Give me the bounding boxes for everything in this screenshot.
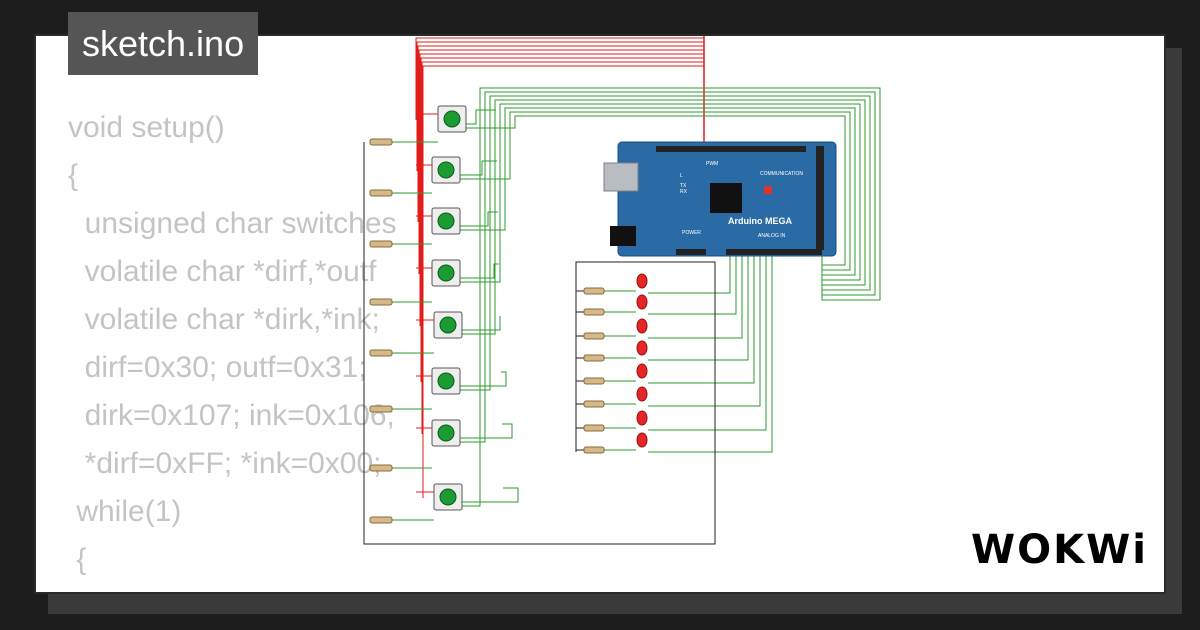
led: [636, 363, 648, 379]
code-line: switches = *ink;: [68, 591, 309, 592]
pushbutton-cap: [437, 372, 455, 390]
reset-button: [764, 186, 772, 194]
chip: [710, 183, 742, 213]
resistor: [583, 400, 605, 408]
code-line: dirf=0x30; outf=0x31;: [84, 351, 367, 384]
resistor: [583, 287, 605, 295]
green-wire: [648, 250, 767, 431]
resistor: [583, 354, 605, 362]
green-wire: [648, 250, 743, 339]
wokwi-logo: WOKWi: [971, 527, 1148, 573]
led: [636, 318, 648, 334]
red-wire: [418, 49, 704, 274]
pushbutton-cap: [437, 264, 455, 282]
board-pwm-label: PWM: [706, 161, 718, 167]
code-line: volatile char *dirk,*ink;: [84, 303, 380, 336]
red-wire: [417, 45, 704, 222]
green-wire: [462, 487, 519, 503]
board-rx-label: RX: [680, 189, 688, 195]
gnd-wire: [363, 142, 716, 545]
resistors: [369, 138, 605, 524]
pushbuttons: [431, 105, 467, 511]
code-line: {: [68, 159, 79, 192]
resistor: [369, 516, 393, 524]
green-wire: [648, 250, 737, 315]
green-wire: [460, 423, 513, 439]
resistor: [369, 464, 393, 472]
resistor: [369, 240, 393, 248]
leds: [636, 273, 648, 448]
code-line: *dirf=0xFF; *ink=0x00;: [84, 447, 382, 480]
pushbutton-cap: [443, 110, 461, 128]
green-wire: [460, 371, 507, 387]
board-l-label: L: [680, 173, 683, 179]
resistor: [583, 332, 605, 340]
red-wire: [415, 37, 704, 120]
red-wire: [416, 41, 704, 171]
pushbutton-cap: [437, 161, 455, 179]
green-wire: [648, 250, 755, 384]
code-line: volatile char *dirf,*outf: [84, 255, 377, 288]
pushbutton-cap: [437, 424, 455, 442]
led: [636, 273, 648, 289]
green-wire: [460, 211, 498, 227]
resistor: [369, 349, 393, 357]
led: [636, 294, 648, 310]
sketch-filename: sketch.ino: [68, 12, 259, 75]
led: [636, 386, 648, 402]
code-line: void setup(): [68, 111, 225, 144]
green-wires: [460, 87, 881, 507]
board-name: Arduino MEGA: [728, 216, 792, 226]
green-wire: [648, 250, 761, 407]
resistor: [583, 446, 605, 454]
green-wire: [466, 109, 496, 125]
board-power-label: POWER: [682, 230, 701, 236]
code-line: dirk=0x107; ink=0x106;: [84, 399, 395, 432]
board-communication-label: COMMUNICATION: [760, 171, 803, 177]
red-wire: [419, 53, 704, 326]
green-wire: [462, 316, 501, 331]
green-wire: [648, 250, 773, 453]
resistor: [583, 377, 605, 385]
pushbutton-cap: [437, 212, 455, 230]
board-analog-label: ANALOG IN: [758, 233, 786, 239]
green-wire: [648, 250, 749, 361]
led: [636, 432, 648, 448]
pushbutton-cap: [439, 488, 457, 506]
green-wire: [648, 250, 731, 294]
resistor: [369, 405, 393, 413]
led: [636, 410, 648, 426]
red-wire: [420, 57, 704, 382]
code-line: unsigned char switches: [84, 207, 397, 240]
black-wires: [363, 141, 716, 545]
code-line: {: [76, 543, 87, 576]
led: [636, 340, 648, 356]
green-wire: [460, 160, 497, 176]
resistor: [583, 308, 605, 316]
resistor: [369, 138, 393, 146]
red-wire: [422, 65, 704, 498]
resistor: [583, 424, 605, 432]
resistor: [369, 298, 393, 306]
code-preview: void setup() { unsigned char switches vo…: [68, 104, 397, 592]
green-wire: [460, 263, 499, 279]
red-wire: [421, 61, 704, 434]
code-line: while(1): [76, 495, 182, 528]
green-wire: [462, 87, 881, 507]
arduino-mega-board: Arduino MEGA PWM COMMUNICATION ANALOG IN…: [603, 141, 837, 257]
pushbutton-cap: [439, 316, 457, 334]
resistor: [369, 189, 393, 197]
board-tx-label: TX: [680, 183, 687, 189]
